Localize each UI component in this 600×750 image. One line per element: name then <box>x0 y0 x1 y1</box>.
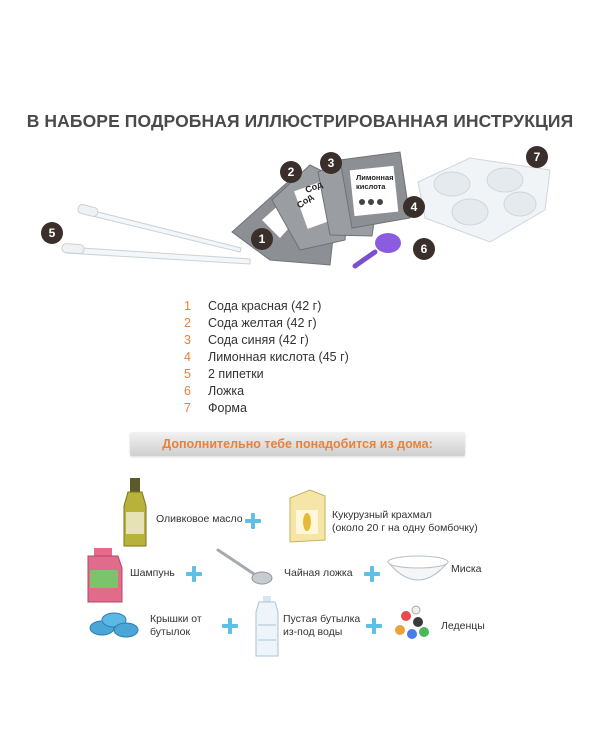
bottle-caps-icon <box>89 612 139 638</box>
extra-items-banner: Дополнительно тебе понадобится из дома: <box>130 432 465 456</box>
pipette-icon <box>77 204 242 253</box>
olive-oil-label: Оливковое масло <box>156 513 243 525</box>
bath-bomb-mold-icon <box>417 157 551 243</box>
packet-label: Лимонная <box>356 173 394 182</box>
water-bottle-label-line2: из-под воды <box>283 626 343 638</box>
plus-icon <box>245 513 261 529</box>
badge-2: 2 <box>280 161 302 183</box>
list-item: 5 2 пипетки <box>184 366 349 383</box>
badge-6: 6 <box>413 238 435 260</box>
extra-items-heading: Дополнительно тебе понадобится из дома: <box>162 437 433 451</box>
list-number: 7 <box>184 401 191 415</box>
corn-starch-note: (около 20 г на одну бомбочку) <box>332 522 478 534</box>
teaspoon-label: Чайная ложка <box>284 567 353 579</box>
list-item: 2 Сода желтая (42 г) <box>184 315 349 332</box>
list-item: 7 Форма <box>184 400 349 417</box>
list-label: Сода синяя (42 г) <box>208 333 309 347</box>
badge-5: 5 <box>41 222 63 244</box>
list-item: 6 Ложка <box>184 383 349 400</box>
measuring-spoon-icon <box>352 233 401 269</box>
teaspoon-icon <box>216 548 273 585</box>
list-label: 2 пипетки <box>208 367 264 381</box>
list-number: 6 <box>184 384 191 398</box>
badge-4: 4 <box>403 196 425 218</box>
plus-icon <box>186 566 202 582</box>
pipette-icon <box>61 243 251 265</box>
plus-icon <box>366 618 382 634</box>
candy-label: Леденцы <box>441 620 485 632</box>
badge-3: 3 <box>320 152 342 174</box>
list-item: 1 Сода красная (42 г) <box>184 298 349 315</box>
bowl-icon <box>386 555 450 581</box>
instruction-title: В НАБОРЕ ПОДРОБНАЯ ИЛЛЮСТРИРОВАННАЯ ИНСТ… <box>26 111 574 131</box>
kit-contents-list: 1 Сода красная (42 г) 2 Сода желтая (42 г)… <box>184 298 349 417</box>
kit-illustration <box>61 151 551 269</box>
olive-oil-icon <box>123 478 147 547</box>
candy-icon <box>395 605 429 639</box>
list-number: 3 <box>184 333 191 347</box>
citric-acid-packet-icon <box>339 151 411 229</box>
list-number: 5 <box>184 367 191 381</box>
list-number: 2 <box>184 316 191 330</box>
corn-starch-icon <box>289 489 326 543</box>
badge-7: 7 <box>526 146 548 168</box>
water-bottle-label: Пустая бутылка <box>283 613 361 625</box>
plus-icon <box>222 618 238 634</box>
list-label: Ложка <box>208 384 245 398</box>
list-label: Форма <box>208 401 247 415</box>
list-item: 3 Сода синяя (42 г) <box>184 332 349 349</box>
plus-icon <box>364 566 380 582</box>
bottle-caps-label: Крышки от <box>150 613 202 625</box>
bowl-label: Миска <box>451 563 482 575</box>
list-number: 1 <box>184 299 191 313</box>
badge-1: 1 <box>251 228 273 250</box>
corn-starch-label: Кукурузный крахмал <box>332 509 432 521</box>
water-bottle-icon <box>255 596 279 657</box>
packet-label: кислота <box>356 182 386 191</box>
list-label: Лимонная кислота (45 г) <box>208 350 349 364</box>
bottle-caps-label-line2: бутылок <box>150 626 191 638</box>
shampoo-icon <box>87 548 123 603</box>
list-label: Сода красная (42 г) <box>208 299 322 313</box>
list-number: 4 <box>184 350 191 364</box>
home-items-illustration <box>87 478 450 657</box>
list-label: Сода желтая (42 г) <box>208 316 317 330</box>
shampoo-label: Шампунь <box>130 567 175 579</box>
list-item: 4 Лимонная кислота (45 г) <box>184 349 349 366</box>
